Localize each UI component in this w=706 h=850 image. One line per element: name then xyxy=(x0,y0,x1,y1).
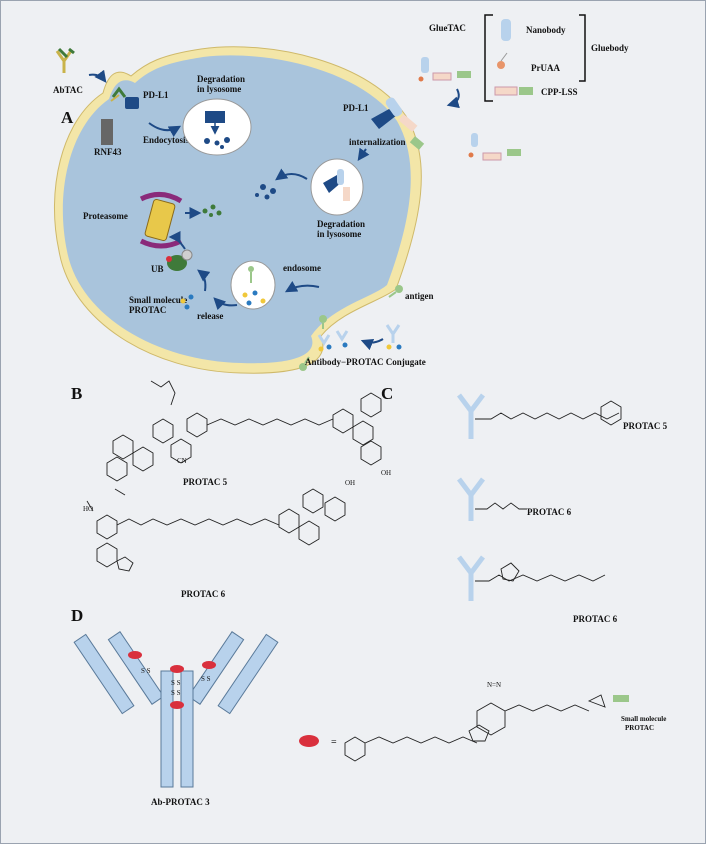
ub-arrow xyxy=(168,231,186,250)
peptides-icon xyxy=(202,204,222,217)
cpp-icon xyxy=(494,86,518,96)
free-gluetac-icon xyxy=(468,133,521,161)
panel-b: B OH CN PROTAC 5 xyxy=(71,380,391,599)
panel-c-letter: C xyxy=(381,384,393,403)
pdl1-right-label: PD-L1 xyxy=(343,103,369,113)
c-protac6-a-label: PROTAC 6 xyxy=(527,507,572,517)
pruaa-icon xyxy=(497,61,505,69)
c-protac5-label: PROTAC 5 xyxy=(623,421,668,431)
left-bracket xyxy=(484,14,493,102)
pruaa-link xyxy=(500,52,508,62)
linker-structure xyxy=(344,694,606,762)
lysosome-mid xyxy=(310,158,364,216)
endosome xyxy=(230,260,276,310)
proteasome-label: Proteasome xyxy=(83,211,128,221)
cell-cytoplasm xyxy=(62,55,411,364)
pdl1-left-label: PD-L1 xyxy=(143,90,169,100)
degraded-protein-icon xyxy=(204,111,230,149)
small-molecule-label-1: Small molecule xyxy=(129,295,187,305)
rnf43-label: RNF43 xyxy=(94,147,122,157)
internalization-arrow xyxy=(357,147,370,161)
lysosome-mid-contents xyxy=(323,169,350,201)
small-molecule-label-2: PROTAC xyxy=(129,305,166,315)
release-up-arrow xyxy=(197,269,211,292)
panel-b-letter: B xyxy=(71,384,82,403)
endosome-contents xyxy=(242,266,266,306)
equals-sign: = xyxy=(331,737,337,748)
panel-d-letter: D xyxy=(71,606,83,625)
right-bracket xyxy=(579,14,586,82)
internalization-label: internalization xyxy=(349,137,406,147)
small-molecule-tag-icon xyxy=(613,695,629,702)
small-molecule-icon xyxy=(180,294,194,310)
d-small-molecule-label-2: PROTAC xyxy=(625,724,654,732)
degradation-mid-label-1: Degradation xyxy=(317,219,365,229)
release-arrow xyxy=(213,297,238,311)
svg-text:S S: S S xyxy=(171,679,181,687)
panel-a: A AbTAC PD-L1 RNF43 Endocytosis Degradat… xyxy=(53,14,629,374)
svg-text:S S: S S xyxy=(201,675,211,683)
ab-protac3-label: Ab-PROTAC 3 xyxy=(151,797,210,807)
protac6-oh: OH xyxy=(345,479,355,487)
degradation-mid-label-2: in lysosome xyxy=(317,229,361,239)
svg-text:S S: S S xyxy=(171,689,181,697)
antibody-icon: S S S S S S S S xyxy=(73,631,279,788)
protac6-structure xyxy=(86,488,346,572)
c-protac6-b-label: PROTAC 6 xyxy=(573,614,618,624)
ub-label: UB xyxy=(151,264,164,274)
antigen-label: antigen xyxy=(405,291,434,301)
lss-icon xyxy=(519,87,533,95)
protac6-ho: HO xyxy=(83,505,93,513)
triazole-n: N=N xyxy=(487,681,501,689)
adc-protac6-a xyxy=(457,477,527,521)
degradation-top-label-2: in lysosome xyxy=(197,84,241,94)
degradation-top-label-1: Degradation xyxy=(197,74,245,84)
gluebody-label: Gluebody xyxy=(591,43,629,53)
endocytosis-arrow-bottom xyxy=(284,281,320,293)
pdl1-receptor-right-icon xyxy=(371,97,425,150)
conjugate-label: Antibody−PROTAC Conjugate xyxy=(305,357,426,367)
gluetac-arrow xyxy=(446,88,460,109)
adc-protac6-b xyxy=(457,555,606,601)
protac5-label: PROTAC 5 xyxy=(183,477,228,487)
abtac-icon xyxy=(55,47,75,73)
antigen-icon xyxy=(299,285,403,371)
ternary-complex-icon xyxy=(166,249,193,271)
endocytosis-arrow xyxy=(148,122,182,137)
degradation-arrow xyxy=(275,168,308,181)
gluetac-molecule-icon xyxy=(418,57,471,82)
protac5-cn: CN xyxy=(177,457,187,465)
pdl1-receptor-left-icon xyxy=(110,86,139,109)
endocytosis-label: Endocytosis xyxy=(143,135,190,145)
abtac-label: AbTAC xyxy=(53,85,83,95)
adc-cluster-icon xyxy=(317,330,349,352)
protac6-label: PROTAC 6 xyxy=(181,589,226,599)
panel-c: C PROTAC 5 PROTAC 6 PROTAC 6 xyxy=(381,384,668,624)
rnf43-icon xyxy=(101,119,113,145)
lysosome-top xyxy=(182,98,252,156)
nanobody-icon xyxy=(501,19,511,41)
cpp-lss-label: CPP-LSS xyxy=(541,87,578,97)
fragments-icon xyxy=(255,184,276,200)
abtac-arrow xyxy=(88,69,107,83)
adc-protac5 xyxy=(457,393,622,439)
panel-d: D S S S S S S S S Ab-PROTAC 3 = xyxy=(71,606,666,807)
payload-legend-icon xyxy=(299,735,319,747)
protac5-structure xyxy=(106,380,382,496)
endosome-label: endosome xyxy=(283,263,321,273)
proteasome-icon xyxy=(139,192,183,249)
protac5-oh: OH xyxy=(381,469,391,477)
release-label: release xyxy=(197,311,223,321)
d-small-molecule-label-1: Small molecule xyxy=(621,715,666,723)
svg-text:S S: S S xyxy=(141,667,151,675)
pruaa-label: PrUAA xyxy=(531,63,560,73)
panel-a-letter: A xyxy=(61,108,74,127)
adc-free-icon xyxy=(385,324,402,350)
gluetac-label: GlueTAC xyxy=(429,23,466,33)
conjugate-arrow xyxy=(360,338,384,351)
nanobody-label: Nanobody xyxy=(526,25,566,35)
